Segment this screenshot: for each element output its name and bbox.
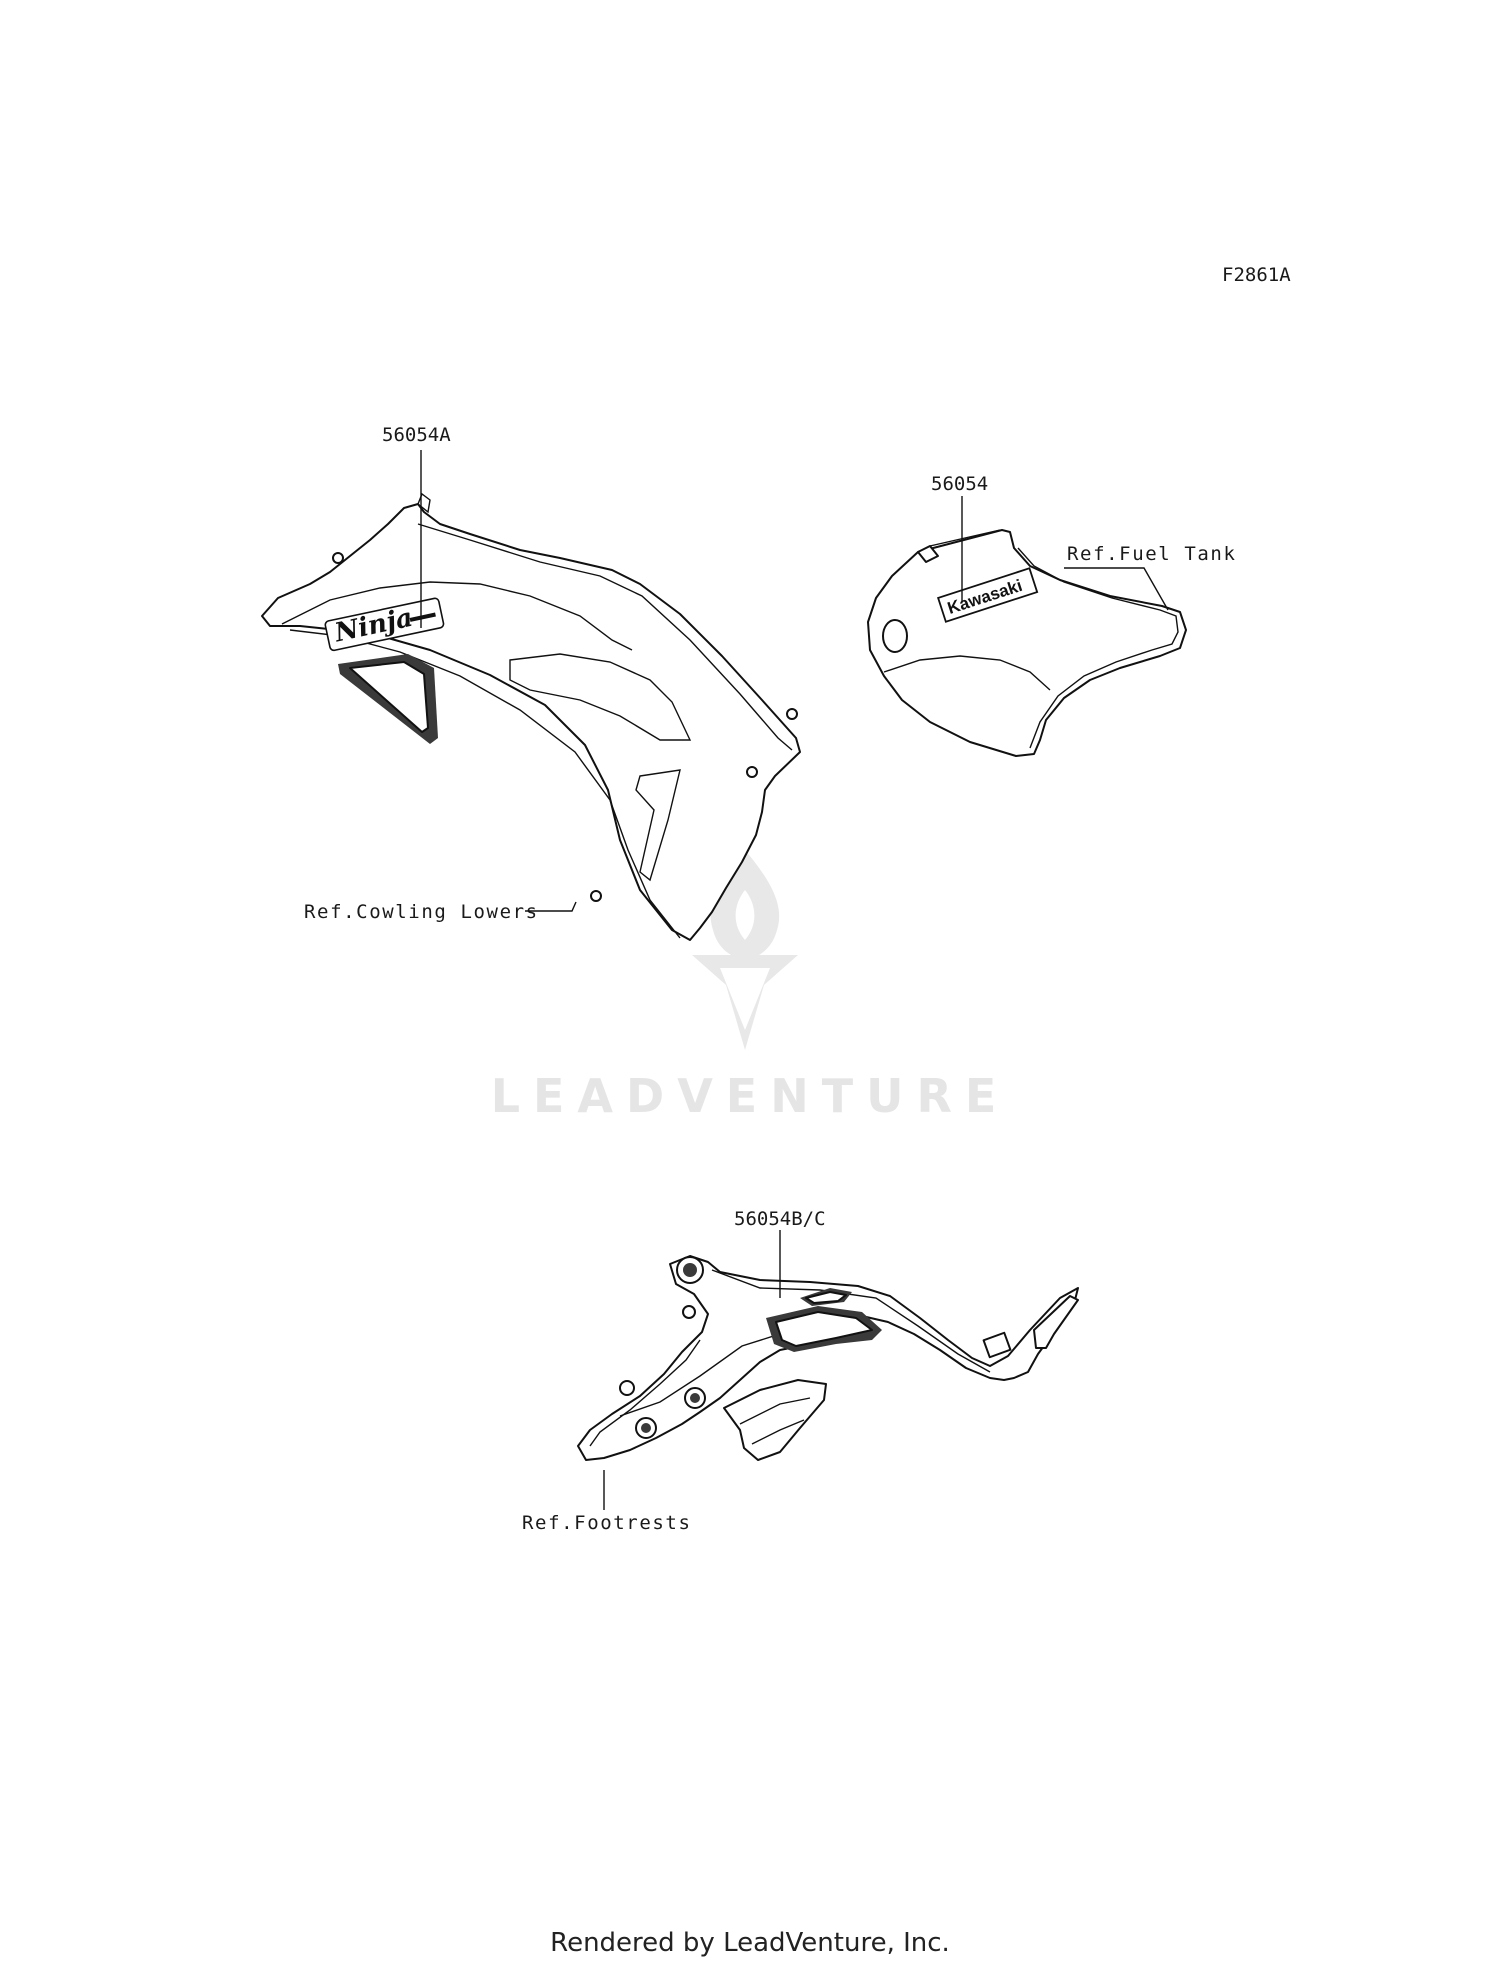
bracket-decal-panel-inner	[775, 1311, 873, 1347]
bracket-heel-guard-rib-2	[751, 1419, 805, 1445]
cowling-scoop	[509, 653, 692, 741]
leader-cowling-lowers	[525, 901, 577, 912]
cowling-side-panel-inner	[349, 661, 429, 733]
cowling-mount-hole-rear	[786, 708, 798, 720]
cowling-v-cutout	[635, 769, 681, 882]
footrest-bracket-part	[577, 1255, 1079, 1461]
bracket-bolt-hole-2-inner	[641, 1423, 651, 1433]
tank-inner-rim	[1017, 547, 1179, 749]
watermark-text: LEADVENTURE	[491, 1069, 1010, 1123]
watermark-v-icon	[692, 955, 798, 1050]
bracket-lug-hole	[619, 1380, 635, 1396]
bracket-slot-inner	[805, 1291, 847, 1304]
ref-cowling-lowers: Ref.Cowling Lowers	[304, 901, 539, 923]
cowling-mount-hole	[332, 552, 344, 564]
bracket-heel-guard	[723, 1379, 827, 1461]
leader-fuel-tank	[1064, 567, 1169, 611]
tank-knee-recess	[882, 619, 908, 653]
bracket-rear-tip	[1033, 1295, 1079, 1349]
fuel-tank-part: Kawasaki	[867, 529, 1187, 757]
ref-fuel-tank: Ref.Fuel Tank	[1067, 543, 1237, 565]
bracket-heel-guard-rib	[739, 1397, 811, 1425]
bracket-outline	[577, 1255, 1079, 1461]
tank-outer	[867, 529, 1187, 757]
cowling-lower-stripe	[289, 629, 681, 939]
callout-56054: 56054	[931, 473, 988, 495]
tank-side-contour	[883, 655, 1051, 691]
cowling-mount-hole-lower	[746, 766, 758, 778]
cowling-outline	[261, 503, 801, 941]
watermark: LEADVENTURE	[491, 850, 1010, 1123]
bracket-stripe-lower	[589, 1339, 701, 1447]
cowling-mount-hole-bottom	[590, 890, 602, 902]
bracket-lug-hole-upper	[682, 1305, 696, 1319]
ref-footrests: Ref.Footrests	[522, 1512, 692, 1534]
callout-56054bc: 56054B/C	[734, 1208, 826, 1230]
bracket-rear-mount-block	[982, 1331, 1012, 1359]
cowling-lower-part: Ninja	[261, 492, 801, 941]
cowling-upper-stripe	[417, 523, 793, 751]
callout-56054a: 56054A	[382, 424, 451, 446]
tank-cap	[917, 545, 939, 563]
bracket-pivot-inner	[683, 1263, 697, 1277]
footer-credit: Rendered by LeadVenture, Inc.	[550, 1928, 950, 1958]
cowling-mid-stripe	[281, 581, 633, 651]
bracket-bolt-hole-1-inner	[690, 1393, 700, 1403]
bracket-stripe-upper	[711, 1269, 991, 1373]
diagram-code: F2861A	[1222, 264, 1291, 286]
